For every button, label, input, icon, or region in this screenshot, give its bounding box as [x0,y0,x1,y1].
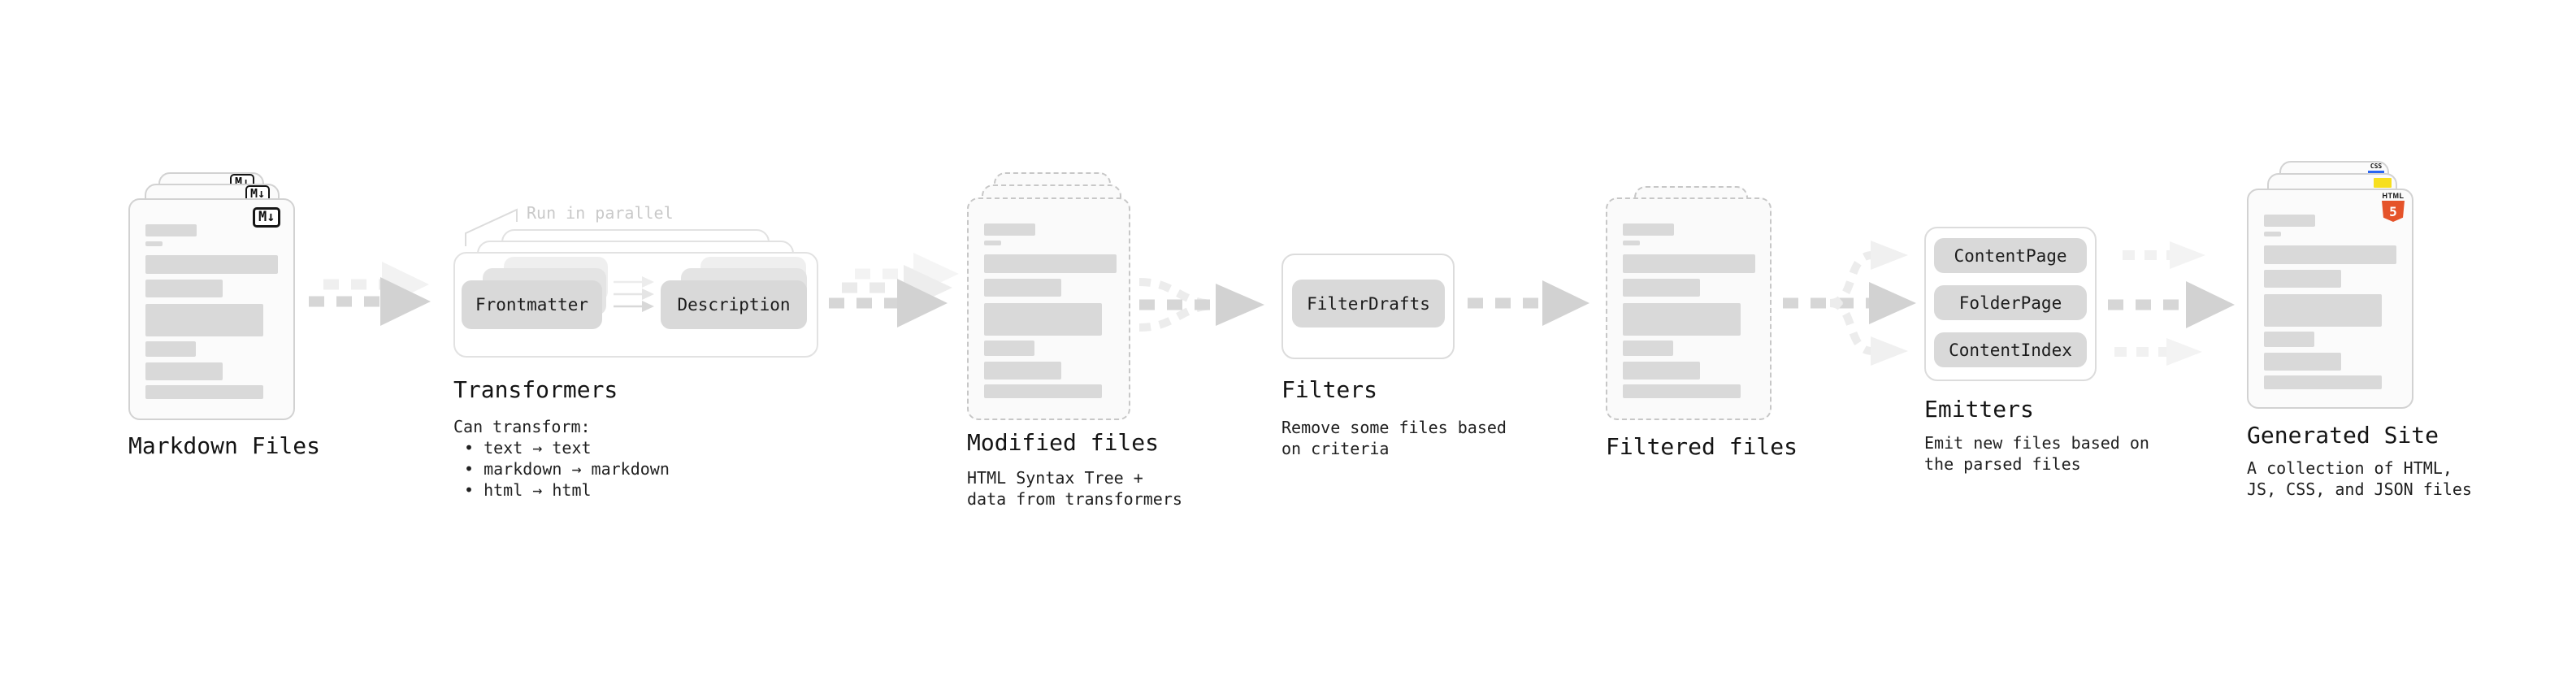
text-line-bar [984,384,1102,398]
markdown-file-card-front [128,198,295,420]
emitter-chip-folderpage: FolderPage [1934,285,2087,320]
description-line: JS, CSS, and JSON files [2247,479,2472,499]
description-line: the parsed files [1924,454,2081,474]
text-line-bar [145,385,263,399]
stage-label-markdown-files: Markdown Files [128,432,321,459]
description-line: HTML Syntax Tree + [967,468,1143,488]
text-line-bar [2264,245,2396,264]
stage-description-filters: Remove some files based on criteria [1281,417,1507,459]
text-line-bar [2264,232,2281,236]
text-line-bar [984,223,1035,236]
stage-description-modified-files: HTML Syntax Tree + data from transformer… [967,467,1182,510]
description-line: on criteria [1281,439,1390,458]
text-line-bar [145,304,263,336]
text-line-bar [984,254,1117,273]
transformer-chip-frontmatter: Frontmatter [462,280,602,329]
css-icon-underline [2368,171,2384,173]
stage-label-transformers: Transformers [453,376,618,403]
text-line-bar [984,362,1061,380]
emitter-chip-contentpage: ContentPage [1934,238,2087,273]
text-line-bar [1623,303,1741,336]
filter-chip-filterdrafts: FilterDrafts [1292,280,1445,327]
emitter-chip-contentindex: ContentIndex [1934,332,2087,367]
description-line: Can transform: [453,417,591,436]
markdown-icon: M↓ [245,185,271,202]
javascript-icon [2374,178,2392,188]
text-line-bar [145,224,197,236]
run-in-parallel-note: Run in parallel [527,203,674,223]
arrow-transformers-to-modified [829,253,959,327]
text-line-bar [984,303,1102,336]
description-line: • markdown → markdown [464,459,670,479]
html5-icon-label: HTML [2382,192,2405,200]
arrow-modified-to-filters [1138,278,1264,332]
arrow-filtered-to-emitters [1783,241,1916,366]
stage-label-emitters: Emitters [1924,396,2034,423]
text-line-bar [1623,384,1741,398]
description-line: Emit new files based on [1924,433,2149,453]
html5-icon: HTML 5 [2382,192,2405,222]
text-line-bar [2264,332,2314,347]
modified-file-card-front [967,197,1130,420]
arrow-markdown-to-transformers [309,262,431,326]
text-line-bar [984,279,1061,297]
text-line-bar [2264,215,2315,227]
arrow-emitters-to-generated [2108,241,2235,366]
text-line-bar [2264,270,2341,288]
stage-label-filters: Filters [1281,376,1378,403]
html5-icon-shield: 5 [2382,201,2405,222]
text-line-bar [1623,241,1640,245]
stage-label-modified-files: Modified files [967,429,1160,456]
description-line: data from transformers [967,489,1182,509]
markdown-icon: M↓ [253,207,281,228]
text-line-bar [145,362,223,380]
text-line-bar [1623,223,1674,236]
stage-description-emitters: Emit new files based on the parsed files [1924,432,2149,475]
text-line-bar [2264,375,2382,389]
text-line-bar [145,241,163,246]
text-line-bar [2264,353,2341,371]
generated-file-card-front [2247,189,2413,409]
text-line-bar [984,340,1034,356]
description-line: • html → html [464,480,592,500]
text-line-bar [1623,254,1755,273]
stage-label-generated-site: Generated Site [2247,422,2439,449]
text-line-bar [984,241,1001,245]
text-line-bar [1623,279,1700,297]
text-line-bar [2264,294,2382,327]
text-line-bar [145,341,196,357]
description-line: Remove some files based [1281,418,1507,437]
stage-description-transformers: Can transform: • text → text • markdown … [453,416,670,501]
arrow-filters-to-filtered [1468,280,1589,326]
text-line-bar [145,255,278,274]
description-line: A collection of HTML, [2247,458,2452,478]
css-icon-label: CSS [2370,163,2383,170]
filtered-file-card-front [1606,197,1772,420]
css3-icon: CSS [2367,163,2385,173]
text-line-bar [1623,362,1700,380]
text-line-bar [1623,340,1673,356]
stage-description-generated-site: A collection of HTML, JS, CSS, and JSON … [2247,458,2472,500]
text-line-bar [145,280,223,297]
transformer-chip-description: Description [661,280,807,329]
stage-label-filtered-files: Filtered files [1606,433,1798,460]
description-line: • text → text [464,438,592,458]
